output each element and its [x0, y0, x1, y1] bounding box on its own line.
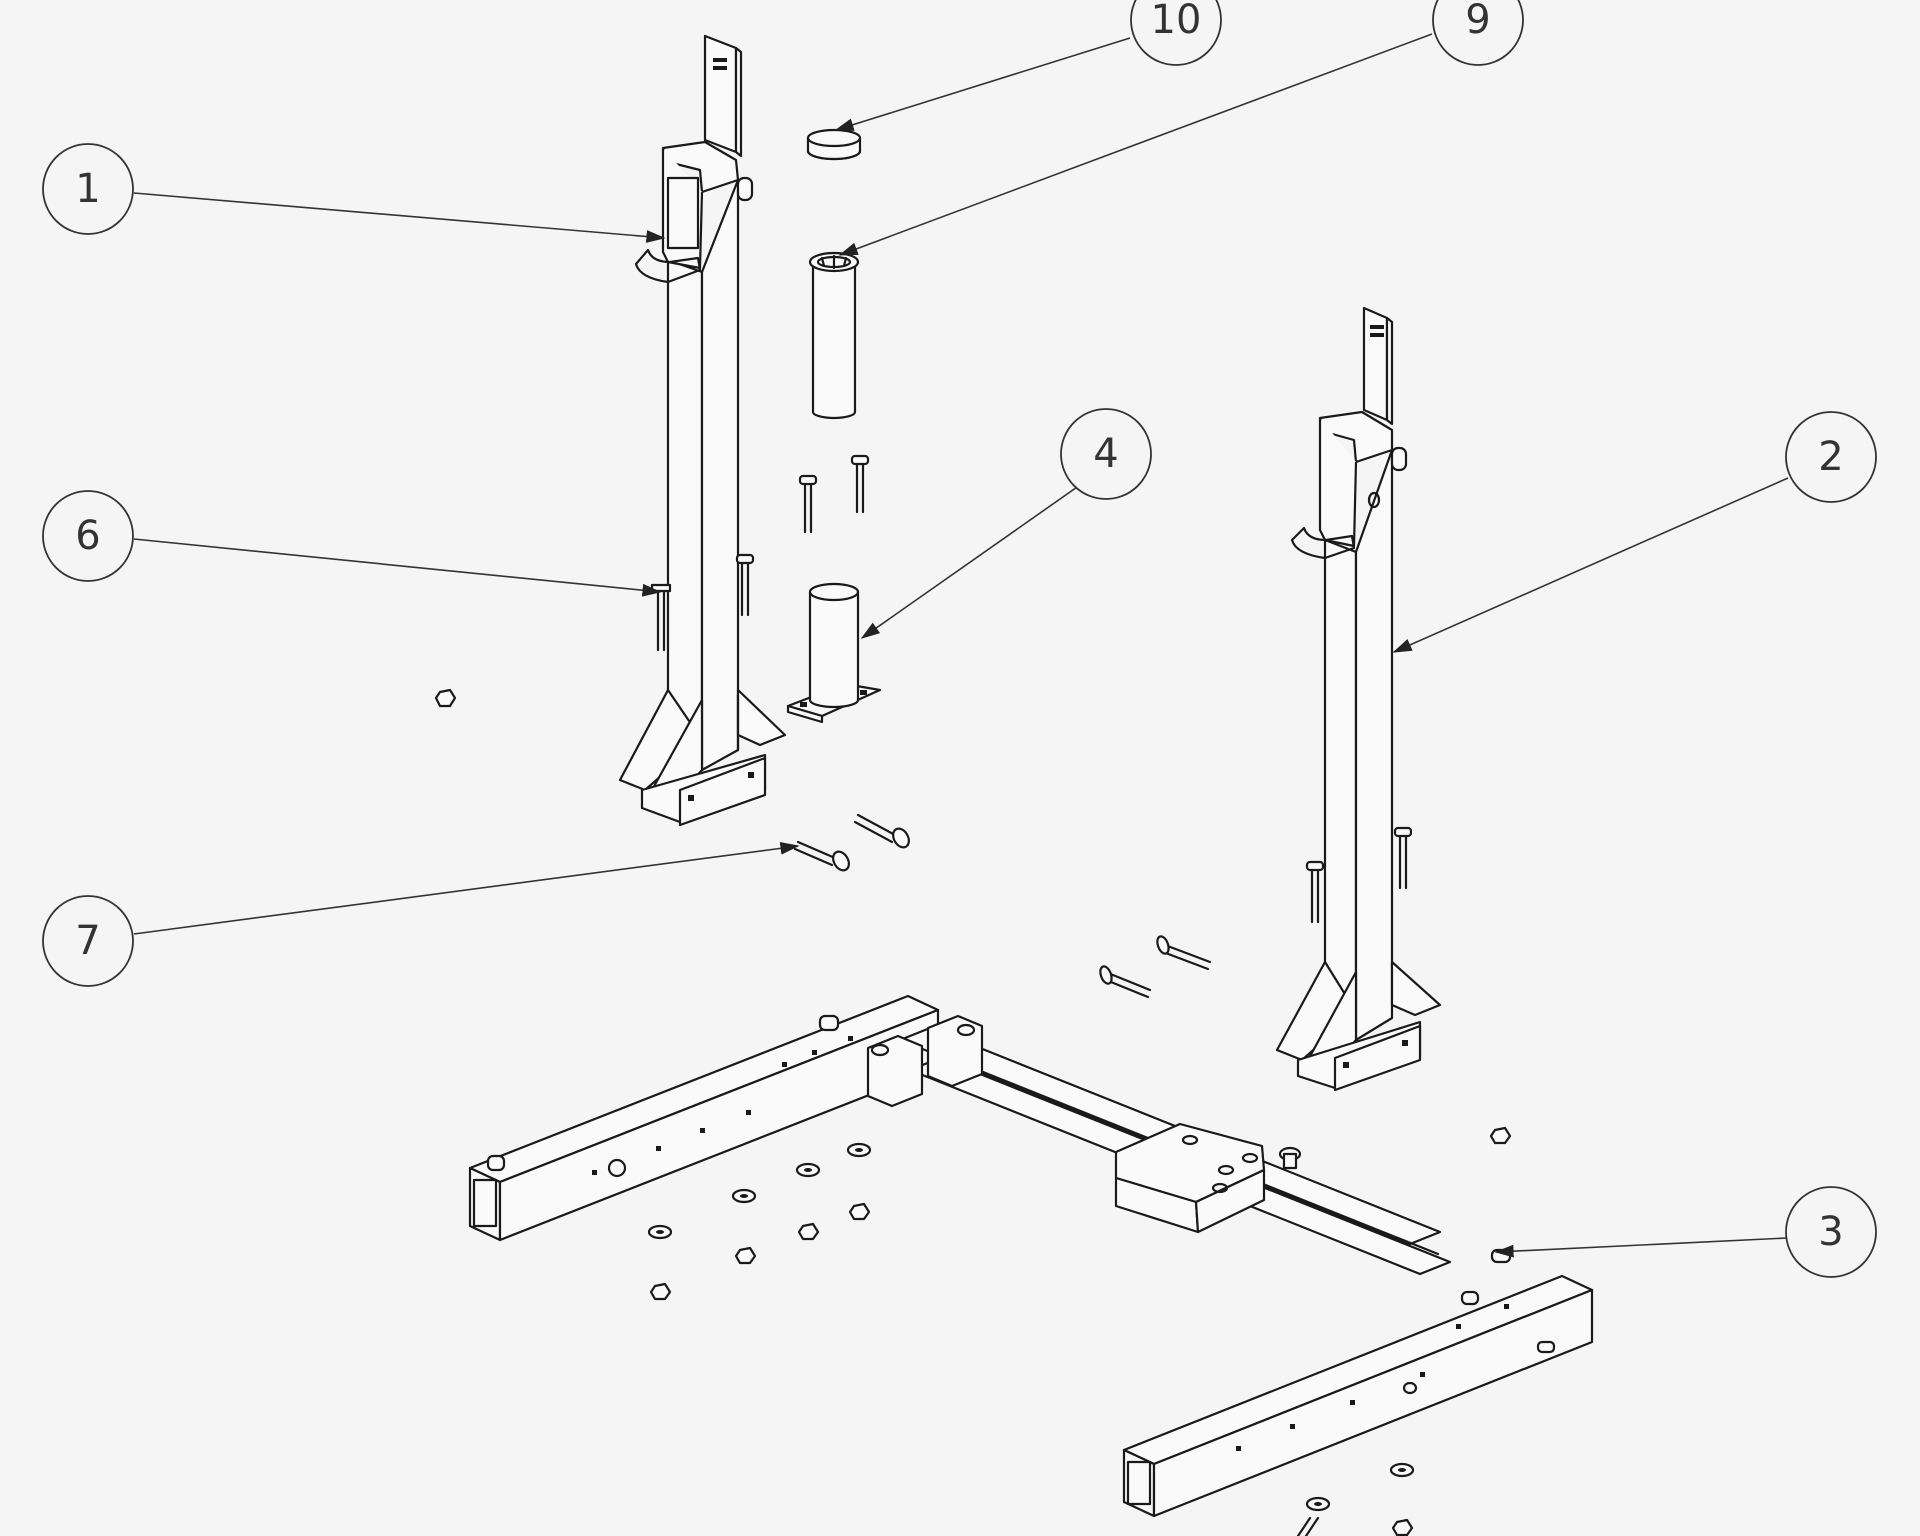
- leader-2: [1392, 477, 1789, 653]
- leader-9: [838, 33, 1433, 256]
- callout-3: 3: [1785, 1186, 1877, 1278]
- callout-6-label: 6: [75, 513, 100, 559]
- callout-4: 4: [1060, 408, 1152, 500]
- washers-nuts: [647, 1126, 1512, 1536]
- callout-2: 2: [1785, 411, 1877, 503]
- nut-left: [434, 688, 457, 708]
- upright-part-1: [618, 34, 787, 827]
- callout-1-label: 1: [75, 166, 100, 212]
- sleeve-tube-part-9: [808, 251, 860, 420]
- leader-4: [860, 484, 1081, 639]
- cap-part-10: [806, 128, 862, 161]
- callout-1: 1: [42, 143, 134, 235]
- callout-2-label: 2: [1818, 434, 1843, 480]
- callout-4-label: 4: [1093, 431, 1118, 477]
- callout-10-label: 10: [1151, 0, 1202, 43]
- leader-7: [133, 841, 800, 935]
- base-post-part-4: [786, 582, 882, 724]
- callout-6: 6: [42, 490, 134, 582]
- callout-9-label: 9: [1465, 0, 1490, 43]
- callout-3-label: 3: [1818, 1209, 1843, 1255]
- base-frame-part-3: [468, 994, 1594, 1518]
- leader-6: [133, 538, 662, 597]
- upright-part-2: [1275, 306, 1442, 1092]
- carriage-bolts-part-7: [793, 813, 910, 872]
- callout-10: 10: [1130, 0, 1222, 66]
- leader-1: [133, 192, 666, 243]
- callout-9: 9: [1432, 0, 1524, 66]
- bolts-group-lower: [1099, 935, 1212, 999]
- callout-7: 7: [42, 895, 134, 987]
- leader-3: [1494, 1237, 1788, 1258]
- leader-lines: [133, 33, 1789, 1258]
- leader-10: [834, 37, 1131, 131]
- callout-7-label: 7: [75, 918, 100, 964]
- bolts-group-upper: [798, 454, 870, 534]
